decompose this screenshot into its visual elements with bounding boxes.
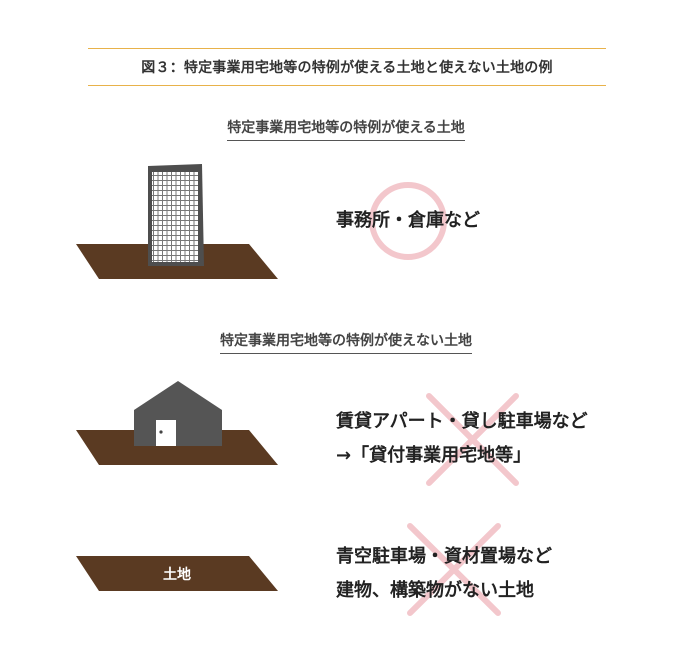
rental-scene bbox=[76, 381, 278, 465]
section-heading-usable-text: 特定事業用宅地等の特例が使える土地 bbox=[227, 117, 465, 141]
caption-vacant-line-2: 建物、構築物がない土地 bbox=[336, 580, 534, 601]
caption-office: 事務所・倉庫など bbox=[336, 204, 480, 238]
section-heading-unusable-text: 特定事業用宅地等の特例が使えない土地 bbox=[220, 330, 472, 354]
land-plot-rental bbox=[76, 430, 278, 465]
caption-rental-line-1: 賃貸アパート・貸し駐車場など bbox=[336, 411, 588, 432]
caption-office-line-1: 事務所・倉庫など bbox=[336, 210, 480, 231]
circle-mark bbox=[369, 182, 447, 260]
caption-rental: 賃貸アパート・貸し駐車場など →「貸付事業用宅地等」 bbox=[336, 405, 588, 473]
vacant-land-scene: 土地 bbox=[76, 556, 278, 591]
office-building-icon bbox=[148, 164, 204, 266]
house-icon bbox=[134, 381, 222, 446]
figure-title: 図３：特定事業用宅地等の特例が使える土地と使えない土地の例 bbox=[88, 48, 606, 86]
section-heading-usable: 特定事業用宅地等の特例が使える土地 bbox=[0, 117, 692, 141]
caption-vacant-line-1: 青空駐車場・資材置場など bbox=[336, 546, 552, 567]
land-label: 土地 bbox=[163, 566, 191, 583]
caption-vacant: 青空駐車場・資材置場など 建物、構築物がない土地 bbox=[336, 540, 552, 608]
cross-mark bbox=[426, 393, 519, 486]
office-scene bbox=[76, 164, 278, 279]
cross-mark-vacant bbox=[407, 523, 501, 616]
section-heading-unusable: 特定事業用宅地等の特例が使えない土地 bbox=[0, 330, 692, 354]
house-door bbox=[156, 420, 176, 446]
caption-rental-line-2: →「貸付事業用宅地等」 bbox=[336, 445, 532, 466]
land-plot-vacant bbox=[76, 556, 278, 591]
